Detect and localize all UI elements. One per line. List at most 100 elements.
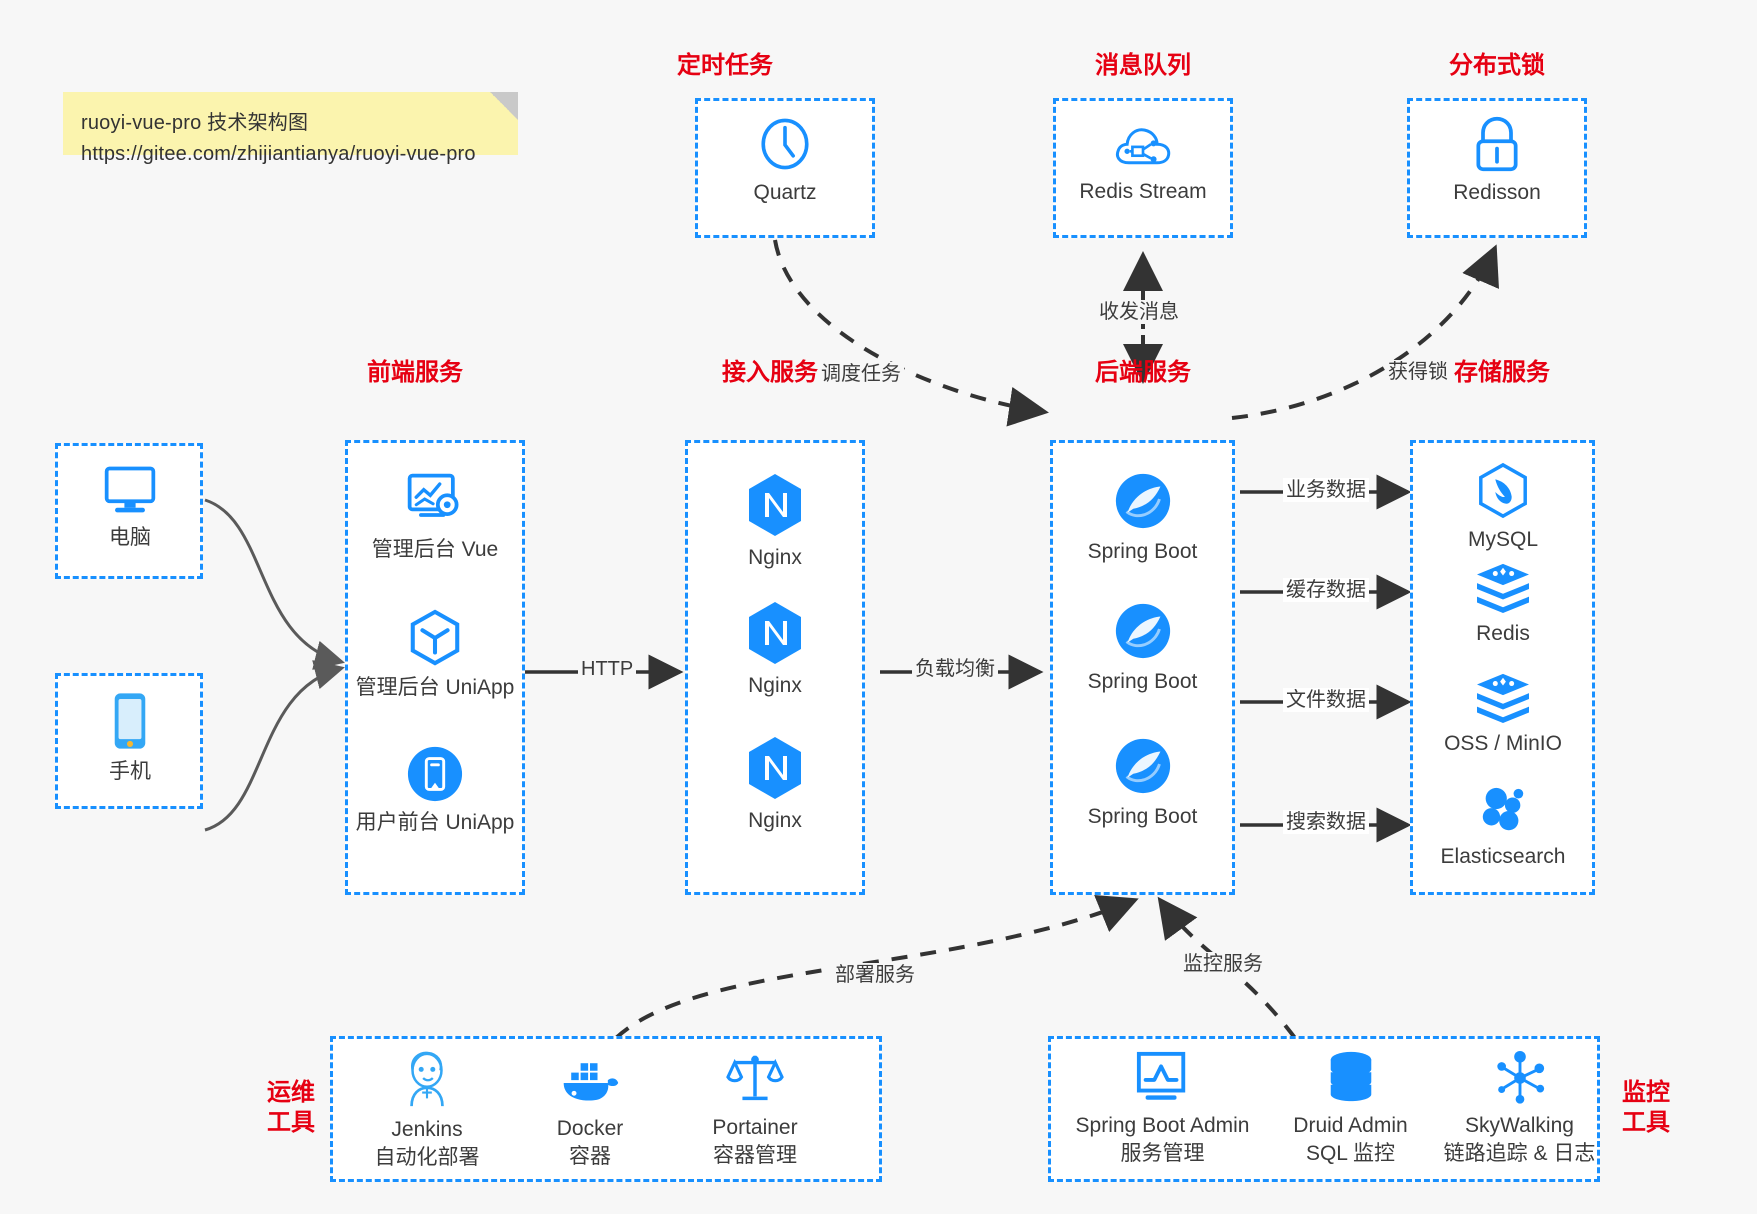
node-label: Spring Boot bbox=[1087, 805, 1198, 828]
oss-minio-icon bbox=[1477, 673, 1529, 724]
node-sublabel: SQL 监控 bbox=[1305, 1142, 1396, 1165]
node-redis-stream[interactable]: Redis Stream bbox=[1073, 120, 1213, 205]
node-user-uniapp[interactable]: 用户前台 UniApp bbox=[355, 745, 515, 836]
group-title-devops-line2: 工具 bbox=[267, 1109, 315, 1136]
node-spring-boot-1[interactable]: Spring Boot bbox=[1065, 470, 1220, 565]
group-title-devops: 运维 工具 bbox=[258, 1078, 324, 1138]
docker-icon bbox=[563, 1063, 619, 1101]
node-nginx-1[interactable]: Nginx bbox=[700, 472, 850, 571]
node-spring-boot-admin[interactable]: Spring Boot Admin 服务管理 bbox=[1065, 1050, 1260, 1168]
node-druid-admin[interactable]: Druid Admin SQL 监控 bbox=[1268, 1050, 1433, 1168]
node-nginx-2[interactable]: Nginx bbox=[700, 600, 850, 699]
elasticsearch-icon bbox=[1482, 787, 1524, 831]
edge-label-deploy-service: 部署服务 bbox=[832, 963, 918, 987]
node-spring-boot-2[interactable]: Spring Boot bbox=[1065, 600, 1220, 695]
group-title-monitor: 监控 工具 bbox=[1613, 1078, 1679, 1138]
node-spring-boot-3[interactable]: Spring Boot bbox=[1065, 735, 1220, 830]
node-label: OSS / MinIO bbox=[1444, 732, 1562, 755]
group-title-storage: 存储服务 bbox=[1454, 359, 1550, 386]
node-label: 手机 bbox=[109, 760, 151, 783]
node-sublabel: 服务管理 bbox=[1120, 1142, 1205, 1165]
note-title: ruoyi-vue-pro 技术架构图 bbox=[81, 112, 309, 134]
nginx-icon bbox=[749, 474, 801, 536]
group-title-devops-line1: 运维 bbox=[267, 1079, 315, 1106]
edge-label-schedule-task: 调度任务 bbox=[818, 362, 904, 386]
node-jenkins[interactable]: Jenkins 自动化部署 bbox=[352, 1050, 502, 1172]
node-redis[interactable]: Redis bbox=[1428, 562, 1578, 647]
nginx-icon bbox=[749, 737, 801, 799]
edge-label-acquire-lock: 获得锁 bbox=[1385, 360, 1451, 384]
node-sublabel: 容器管理 bbox=[713, 1144, 797, 1167]
cube-icon bbox=[410, 609, 460, 666]
group-box-devops bbox=[330, 1036, 882, 1182]
group-title-frontend: 前端服务 bbox=[367, 359, 463, 386]
node-label: Jenkins bbox=[391, 1118, 463, 1141]
lock-icon bbox=[1476, 116, 1518, 172]
monitor-chart-icon bbox=[1136, 1051, 1185, 1100]
group-title-backend: 后端服务 bbox=[1095, 359, 1191, 386]
node-desktop[interactable]: 电脑 bbox=[75, 462, 185, 551]
node-sublabel: 容器 bbox=[569, 1145, 611, 1168]
node-admin-vue[interactable]: 管理后台 Vue bbox=[355, 470, 515, 563]
desktop-icon bbox=[104, 466, 156, 513]
node-docker[interactable]: Docker 容器 bbox=[515, 1055, 665, 1171]
edge-label-http: HTTP bbox=[578, 657, 637, 681]
sticky-note: ruoyi-vue-pro 技术架构图 https://gitee.com/zh… bbox=[63, 92, 518, 165]
jenkins-icon bbox=[410, 1051, 444, 1107]
node-portainer[interactable]: Portainer 容器管理 bbox=[680, 1050, 830, 1170]
node-label: Redis bbox=[1476, 622, 1530, 645]
node-label: Portainer bbox=[712, 1116, 798, 1139]
note-url: https://gitee.com/zhijiantianya/ruoyi-vu… bbox=[81, 143, 476, 165]
group-title-mq: 消息队列 bbox=[1095, 52, 1191, 79]
node-label: Druid Admin bbox=[1293, 1114, 1408, 1137]
mysql-icon bbox=[1479, 462, 1527, 519]
node-label: 用户前台 UniApp bbox=[355, 811, 515, 834]
node-label: Spring Boot bbox=[1087, 540, 1198, 563]
node-mysql[interactable]: MySQL bbox=[1428, 462, 1578, 553]
node-label: Nginx bbox=[748, 546, 802, 569]
group-title-monitor-line1: 监控 bbox=[1622, 1079, 1670, 1106]
edge-label-monitor-service: 监控服务 bbox=[1180, 952, 1266, 976]
node-label: MySQL bbox=[1467, 528, 1538, 551]
database-icon bbox=[1330, 1051, 1371, 1102]
node-elasticsearch[interactable]: Elasticsearch bbox=[1428, 785, 1578, 870]
dashboard-gear-icon bbox=[407, 473, 459, 517]
node-skywalking[interactable]: SkyWalking 链路追踪 & 日志 bbox=[1432, 1050, 1607, 1168]
group-title-scheduler: 定时任务 bbox=[677, 52, 773, 79]
node-label: Docker bbox=[556, 1117, 624, 1140]
node-label: Spring Boot bbox=[1087, 670, 1198, 693]
edge-label-cache-data: 缓存数据 bbox=[1283, 578, 1369, 602]
node-oss-minio[interactable]: OSS / MinIO bbox=[1428, 672, 1578, 757]
clock-icon bbox=[761, 118, 809, 170]
node-label: Nginx bbox=[748, 809, 802, 832]
note-fold-corner bbox=[490, 92, 518, 120]
group-box-mq bbox=[1053, 98, 1233, 238]
skywalking-icon bbox=[1496, 1050, 1544, 1104]
node-mobile[interactable]: 手机 bbox=[75, 690, 185, 785]
edge-label-send-receive: 收发消息 bbox=[1096, 300, 1182, 324]
node-label: Quartz bbox=[753, 181, 817, 204]
redis-icon bbox=[1477, 563, 1529, 614]
group-title-monitor-line2: 工具 bbox=[1622, 1109, 1670, 1136]
node-redisson[interactable]: Redisson bbox=[1427, 115, 1567, 206]
group-title-lock: 分布式锁 bbox=[1449, 52, 1545, 79]
node-sublabel: 自动化部署 bbox=[374, 1146, 480, 1169]
spring-boot-icon bbox=[1115, 738, 1170, 794]
nginx-icon bbox=[749, 602, 801, 664]
node-admin-uniapp[interactable]: 管理后台 UniApp bbox=[355, 608, 515, 701]
node-quartz[interactable]: Quartz bbox=[715, 115, 855, 206]
spring-boot-icon bbox=[1115, 473, 1170, 529]
node-label: 管理后台 Vue bbox=[371, 538, 499, 561]
node-label: 管理后台 UniApp bbox=[355, 676, 515, 699]
edge-label-load-balance: 负载均衡 bbox=[912, 657, 998, 681]
node-label: Redisson bbox=[1453, 181, 1541, 204]
mobile-app-icon bbox=[407, 746, 463, 802]
node-sublabel: 链路追踪 & 日志 bbox=[1443, 1142, 1596, 1165]
node-nginx-3[interactable]: Nginx bbox=[700, 735, 850, 834]
edge-label-search-data: 搜索数据 bbox=[1283, 810, 1369, 834]
cloud-network-icon bbox=[1115, 128, 1171, 165]
spring-boot-icon bbox=[1115, 603, 1170, 659]
scales-icon bbox=[726, 1055, 784, 1101]
node-label: SkyWalking bbox=[1465, 1114, 1574, 1137]
